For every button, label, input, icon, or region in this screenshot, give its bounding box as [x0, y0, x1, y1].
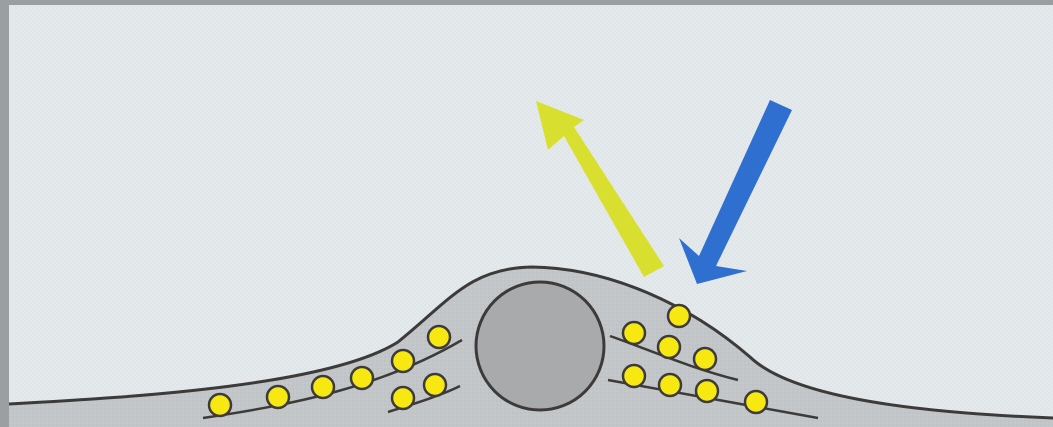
pigment-granule: [351, 367, 373, 389]
pigment-granule: [209, 394, 231, 416]
pigment-granule: [392, 387, 414, 409]
pigment-granule: [267, 386, 289, 408]
nucleus: [476, 282, 604, 410]
pigment-granule: [696, 380, 718, 402]
pigment-granule: [659, 374, 681, 396]
pigment-granule: [623, 365, 645, 387]
pigment-granule: [745, 391, 767, 413]
pigment-granule: [623, 322, 645, 344]
pigment-granule: [694, 348, 716, 370]
pigment-granule: [424, 374, 446, 396]
pigment-granule: [392, 350, 414, 372]
pigment-granule: [668, 305, 690, 327]
pigment-granule: [312, 376, 334, 398]
pigment-granule: [658, 336, 680, 358]
pigment-granule: [428, 326, 450, 348]
